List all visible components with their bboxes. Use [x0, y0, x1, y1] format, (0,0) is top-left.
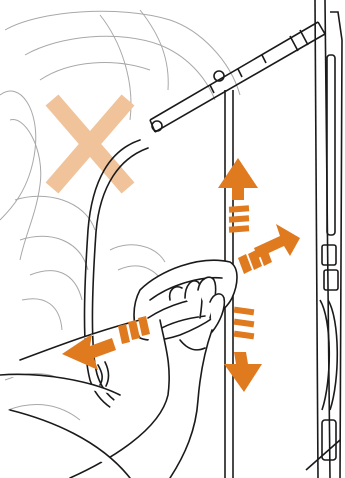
cross-icon — [52, 100, 128, 188]
arrow-up-icon — [218, 158, 258, 233]
machine-body-edge — [306, 0, 342, 478]
arrow-right-icon — [238, 224, 300, 274]
door-hinge-rail — [150, 22, 325, 132]
arrow-down-icon — [224, 307, 262, 392]
hand-with-cloth — [0, 260, 237, 478]
